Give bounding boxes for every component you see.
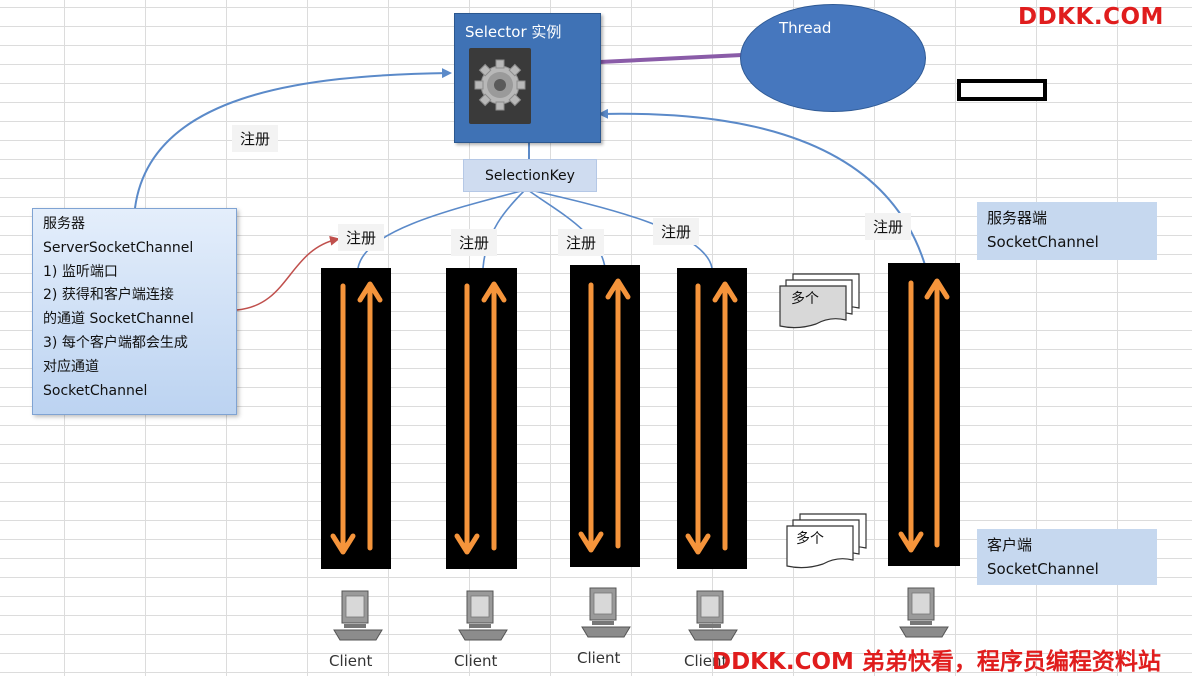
computer-icon: [688, 590, 738, 641]
socket-channel-5: [888, 263, 960, 566]
server-line-5: 的通道 SocketChannel: [43, 311, 194, 328]
socket-channel-3: [570, 265, 640, 567]
black-outline-rect: [957, 79, 1047, 101]
register-label-channel-3: 注册: [558, 229, 605, 256]
selector-box: Selector 实例: [454, 13, 601, 143]
register-label-channel-1: 注册: [338, 224, 385, 251]
client-computer-1: Client: [328, 588, 388, 670]
server-line-3: 1) 监听端口: [43, 263, 118, 280]
server-register-arrow: [134, 68, 452, 209]
server-line-6: 3) 每个客户端都会生成: [43, 334, 188, 351]
many-documents-icon-lower: 多个: [786, 512, 867, 569]
many-label-upper: 多个: [791, 291, 819, 307]
register-label-channel-2: 注册: [451, 229, 498, 256]
client-label-2: Client: [454, 652, 498, 670]
client-computer-2: Client: [453, 588, 513, 670]
computer-icon: [333, 590, 383, 641]
server-line-1: 服务器: [43, 216, 85, 232]
brand-watermark-top: DDKK.COM: [1018, 4, 1164, 30]
client-side-channel-label: 客户端 SocketChannel: [977, 529, 1157, 585]
many-label-lower: 多个: [796, 531, 824, 547]
selector-title: Selector 实例: [465, 23, 562, 41]
selector-thread-connector: [599, 53, 743, 64]
client-computer-3: Client: [576, 585, 636, 667]
many-documents-icon-upper: 多个: [779, 272, 860, 329]
server-line-7: 对应通道: [43, 358, 99, 375]
client-computer-4: Client: [683, 588, 743, 670]
server-side-line-1: 服务器端: [987, 209, 1048, 227]
thread-node: Thread: [740, 4, 926, 112]
socket-channel-1: [321, 268, 391, 569]
client-side-line-1: 客户端: [987, 536, 1033, 554]
server-line-2: ServerSocketChannel: [43, 239, 194, 256]
register-label-channel-5: 注册: [865, 213, 912, 240]
server-line-8: SocketChannel: [43, 382, 148, 399]
socket-channel-2: [446, 268, 517, 569]
selection-key-box: SelectionKey: [463, 159, 597, 192]
computer-icon: [899, 587, 949, 638]
brand-watermark-bottom: DDKK.COM 弟弟快看，程序员编程资料站: [712, 649, 1161, 675]
client-computer-5: [894, 585, 954, 645]
client-label-3: Client: [577, 649, 621, 667]
computer-icon: [458, 590, 508, 641]
server-description-box: 服务器 ServerSocketChannel 1) 监听端口 2) 获得和客户…: [32, 208, 237, 415]
gear-icon: [469, 48, 531, 124]
client-side-line-2: SocketChannel: [987, 560, 1099, 578]
channel5-register-arrow: [598, 108, 926, 266]
socket-channel-4: [677, 268, 747, 569]
client-label-4: Client: [684, 652, 728, 670]
server-side-line-2: SocketChannel: [987, 233, 1099, 251]
computer-icon: [581, 587, 631, 638]
thread-label: Thread: [779, 19, 832, 37]
register-label-server: 注册: [232, 125, 279, 152]
register-label-channel-4: 注册: [653, 218, 700, 245]
client-label-1: Client: [329, 652, 373, 670]
server-side-channel-label: 服务器端 SocketChannel: [977, 202, 1157, 260]
server-line-4: 2) 获得和客户端连接: [43, 287, 174, 304]
